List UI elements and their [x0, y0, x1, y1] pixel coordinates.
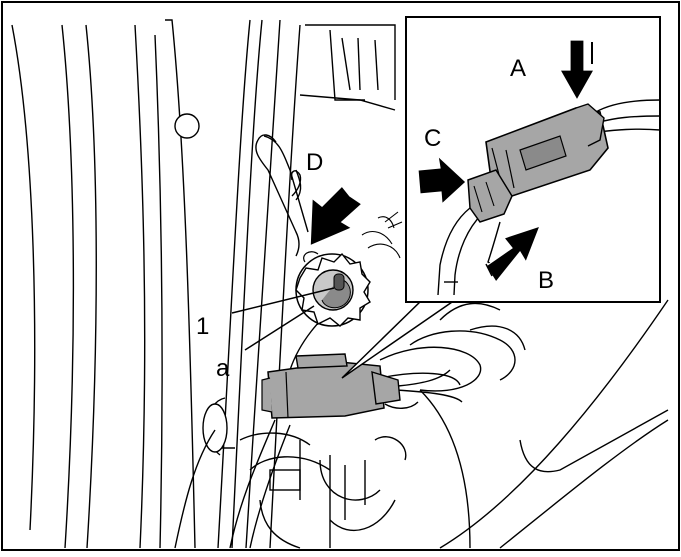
inset-detail: [405, 16, 661, 303]
bulb-socket: [295, 251, 371, 327]
body-panel-lines: [11, 19, 396, 549]
inset-connector: [467, 103, 609, 223]
arrow-c: [417, 154, 467, 206]
body-hole: [174, 113, 200, 139]
label-arrow-b: B: [538, 267, 554, 294]
arrow-b: [485, 225, 542, 284]
label-callout-a: a: [216, 355, 230, 382]
label-arrow-c: C: [424, 125, 441, 152]
lower-right-body: [419, 299, 669, 549]
connector-a: [261, 353, 451, 419]
label-arrow-a: A: [510, 55, 526, 82]
wiring-harness: [174, 299, 526, 549]
arrow-d: [309, 184, 364, 248]
arrow-b-accent: [485, 263, 493, 277]
label-callout-1: 1: [196, 313, 209, 340]
socket-wires: [361, 211, 403, 259]
leader-lines: [231, 287, 335, 351]
arrow-a: [558, 39, 596, 102]
bracket-d: [255, 134, 309, 257]
label-arrow-d: D: [306, 149, 323, 176]
